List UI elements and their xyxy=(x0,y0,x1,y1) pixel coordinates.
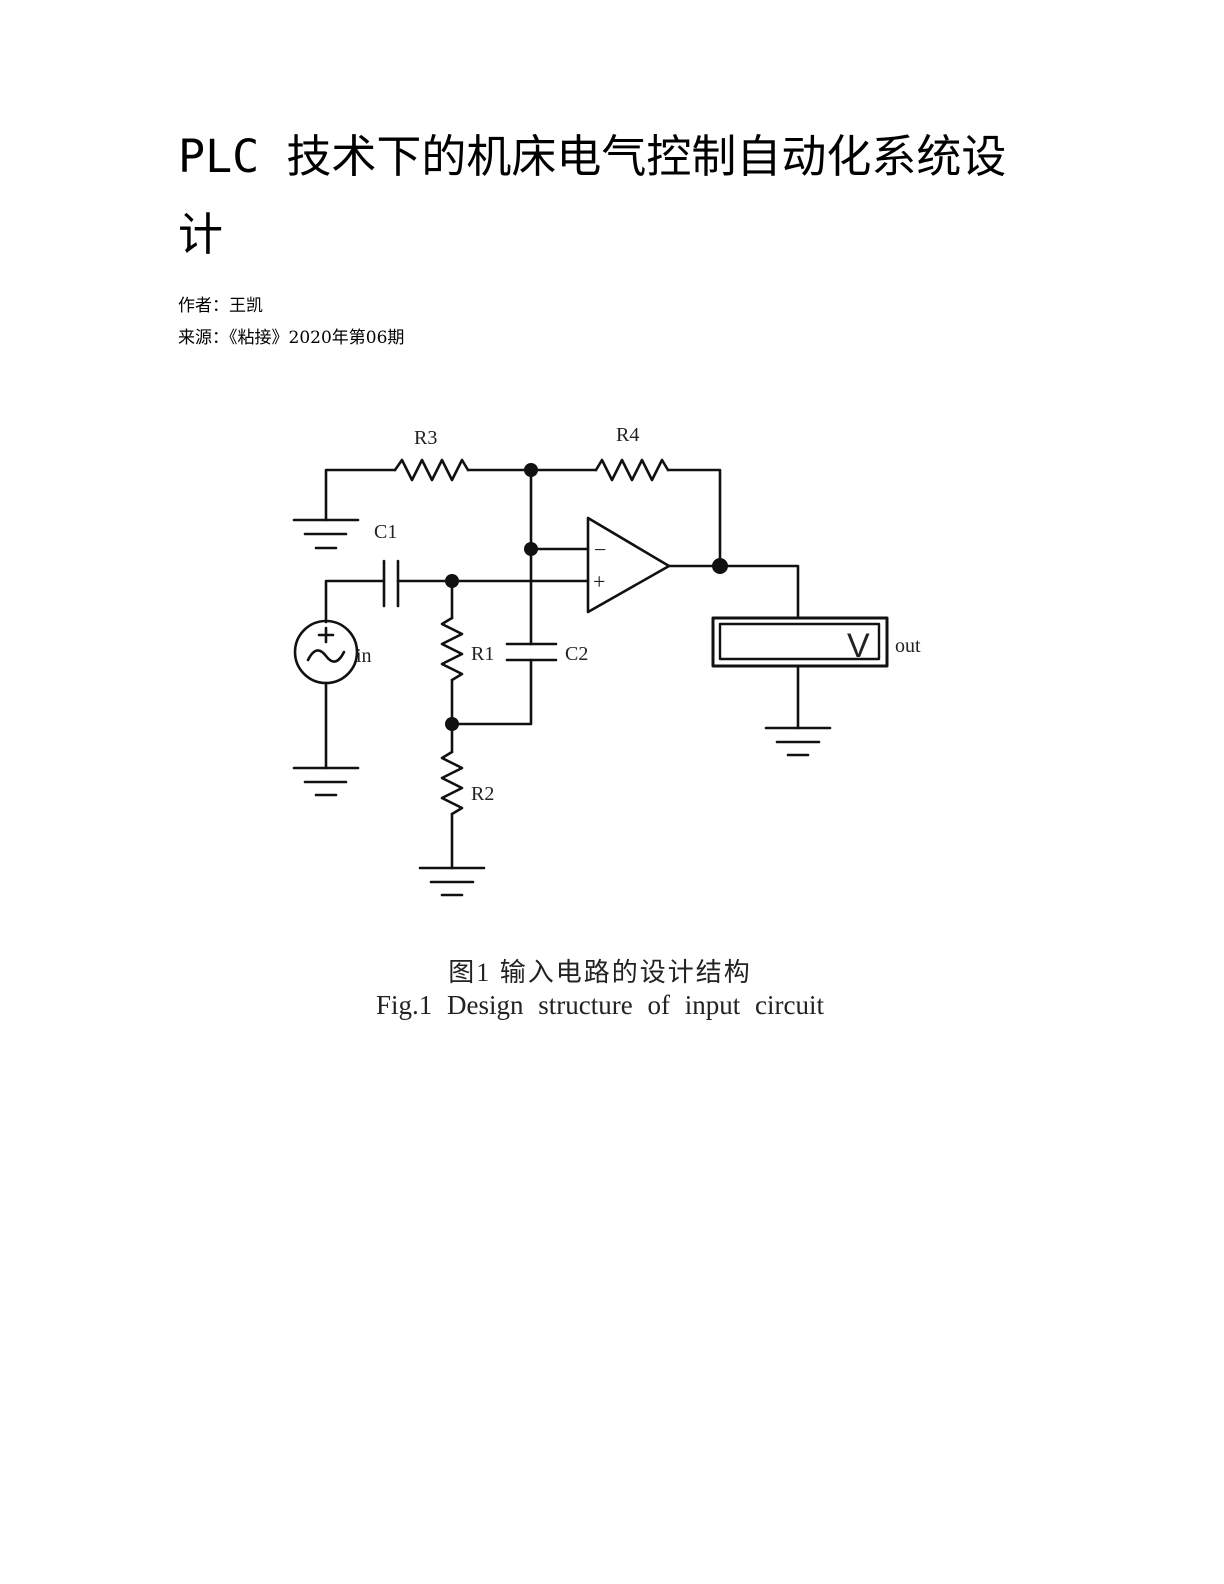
label-c2: C2 xyxy=(565,643,588,665)
paper-title: PLC 技术下的机床电气控制自动化系统设计 xyxy=(178,130,1007,261)
junction-top xyxy=(524,463,538,477)
capacitor-c2 xyxy=(505,642,558,662)
resistor-r4 xyxy=(594,458,670,482)
junction-output xyxy=(712,558,728,574)
label-r1: R1 xyxy=(471,643,494,665)
junction-r1-r2 xyxy=(445,717,459,731)
wire-r4-output xyxy=(666,468,722,568)
wire-c2-bottom xyxy=(450,658,533,726)
junction-plus xyxy=(445,574,459,588)
circuit-diagram: R3 R4 C1 R1 C2 R2 in out − + V xyxy=(292,424,921,897)
figure-caption-en: Fig.1 Design structure of input circuit xyxy=(376,990,824,1020)
label-plus: + xyxy=(593,569,605,594)
ac-source-wave xyxy=(306,649,346,663)
wire-output xyxy=(667,564,800,620)
ground-meter xyxy=(764,726,832,757)
resistor-r1 xyxy=(440,616,464,682)
figure-caption-zh: 图1 输入电路的设计结构 xyxy=(448,958,752,987)
label-c1: C1 xyxy=(374,521,397,543)
label-minus: − xyxy=(594,537,606,562)
voltmeter-outer xyxy=(711,616,889,668)
junction-minus xyxy=(524,542,538,556)
ac-source-plus xyxy=(317,626,335,644)
ground-source xyxy=(292,766,360,797)
label-r2: R2 xyxy=(471,783,494,805)
opamp-triangle xyxy=(586,516,671,614)
resistor-r3 xyxy=(393,458,470,482)
ground-top xyxy=(292,518,360,550)
capacitor-c1 xyxy=(382,559,400,608)
label-meter: V xyxy=(847,627,870,665)
label-out: out xyxy=(895,635,921,657)
wire-source-c1 xyxy=(324,579,386,624)
label-in: in xyxy=(356,645,372,667)
voltmeter-inner xyxy=(718,622,881,661)
label-r3: R3 xyxy=(414,427,437,449)
source-line: 来源：《粘接》2020年第06期 xyxy=(178,328,405,348)
resistor-r2 xyxy=(440,750,464,816)
label-r4: R4 xyxy=(616,424,639,446)
circuit-figure: R3 R4 C1 R1 C2 R2 in out − + V xyxy=(270,405,960,925)
ground-r2 xyxy=(418,866,486,897)
wire-top-left xyxy=(324,468,397,522)
author-line: 作者：王凯 xyxy=(178,296,263,316)
